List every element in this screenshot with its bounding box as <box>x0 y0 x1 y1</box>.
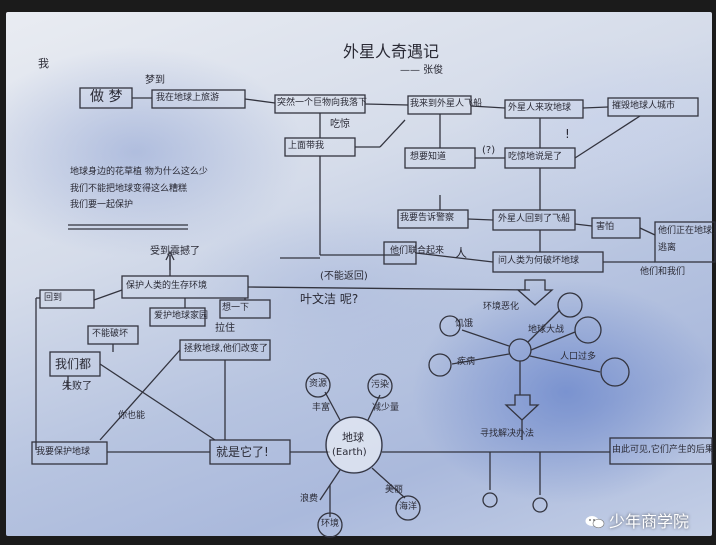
label-drag: 拉住 <box>215 324 235 334</box>
watermark-text: 少年商学院 <box>609 512 689 531</box>
node-sad: 害怕 <box>596 223 614 232</box>
label-dream-to: 梦到 <box>145 76 165 86</box>
label-question: (?) <box>482 146 495 156</box>
label-unknown: (不能返回) <box>320 272 368 282</box>
node-three-life: 保护人类的生存环境 <box>126 282 207 291</box>
node-we-are: 我们都 <box>55 358 91 370</box>
node-fight-protect: 我要保护地球 <box>36 448 90 457</box>
node-alien-invade: 外星人来攻地球 <box>508 104 571 113</box>
node-resource: 资源 <box>309 380 327 389</box>
node-arrive: 我在地球上旅游 <box>156 94 219 103</box>
node-rescue: 他们正在地球上 <box>658 227 716 236</box>
node-hunger: 饥饿 <box>455 320 473 329</box>
node-earth-en: (Earth) <box>332 448 367 458</box>
watermark: 少年商学院 <box>585 508 689 532</box>
corner-mark: 我 <box>38 58 49 69</box>
node-protect-planet: 爱护地球家园 <box>154 312 208 321</box>
node-back: 回到 <box>44 294 62 303</box>
label-wasted: 浪费 <box>300 495 318 504</box>
node-env-bottom: 环境 <box>321 520 339 529</box>
node-ocean: 海洋 <box>399 503 417 512</box>
label-you-can: 你也能 <box>118 412 145 421</box>
node-population: 人口过多 <box>560 353 596 362</box>
node-bottom-right: 由此可见,它们产生的后果 <box>612 446 714 455</box>
node-earth-drop: 吃惊地说是了 <box>508 153 562 162</box>
label-beautiful: 美丽 <box>385 486 403 495</box>
node-no-tell: 他们联合起来 <box>390 247 444 256</box>
label-upset: 受到震撼了 <box>150 247 200 257</box>
left-note-3: 我们要一起保护 <box>70 201 133 210</box>
left-note-1: 地球身边的花草植 物为什么这么少 <box>70 168 208 177</box>
node-rescue-2: 逃离 <box>658 244 676 253</box>
label-fail: 失败了 <box>62 382 92 392</box>
node-want-know: 想要知道 <box>410 153 446 162</box>
node-unite: 他们和我们 <box>640 268 685 277</box>
node-dream: 做 梦 <box>90 90 122 104</box>
node-cause: 地球大战 <box>528 326 564 335</box>
label-rich: 丰富 <box>312 404 330 413</box>
node-rescue-earth: 拯救地球,他们改变了 <box>184 345 268 354</box>
node-alien-ship: 我来到外星人飞船 <box>410 100 482 109</box>
node-env-pollution: 环境恶化 <box>483 303 519 312</box>
map-author: —— 张俊 <box>400 66 443 76</box>
node-earth-moon: 上面带我 <box>288 142 324 151</box>
node-xiang-bi: 想一下 <box>222 304 249 313</box>
node-sudden: 突然一个巨物向我落下 <box>277 99 367 108</box>
label-find-solution: 寻找解决办法 <box>480 430 534 439</box>
label-ren: 人 <box>455 247 467 259</box>
node-warn: 我要告诉警察 <box>400 214 454 223</box>
node-pollute: 污染 <box>371 381 389 390</box>
node-alien-return: 外星人回到了飞船 <box>498 215 570 224</box>
label-leaf: 叶文洁 呢? <box>300 293 358 305</box>
label-chi-jing: 吃惊 <box>330 120 350 130</box>
node-disease: 疾病 <box>457 358 475 367</box>
label-exclaim: ! <box>565 128 570 140</box>
map-title: 外星人奇遇记 <box>343 44 439 60</box>
node-know-it: 就是它了! <box>216 446 269 458</box>
node-destroy-city: 摧毁地球人城市 <box>612 102 675 111</box>
node-earth: 地球 <box>342 432 364 443</box>
label-decrease: 减少量 <box>372 404 399 413</box>
left-note-2: 我们不能把地球变得这么糟糕 <box>70 185 187 194</box>
node-ask-reason: 问人类为何破坏地球 <box>498 257 579 266</box>
node-not-mess: 不能破坏 <box>92 330 128 339</box>
wechat-icon <box>585 515 605 529</box>
